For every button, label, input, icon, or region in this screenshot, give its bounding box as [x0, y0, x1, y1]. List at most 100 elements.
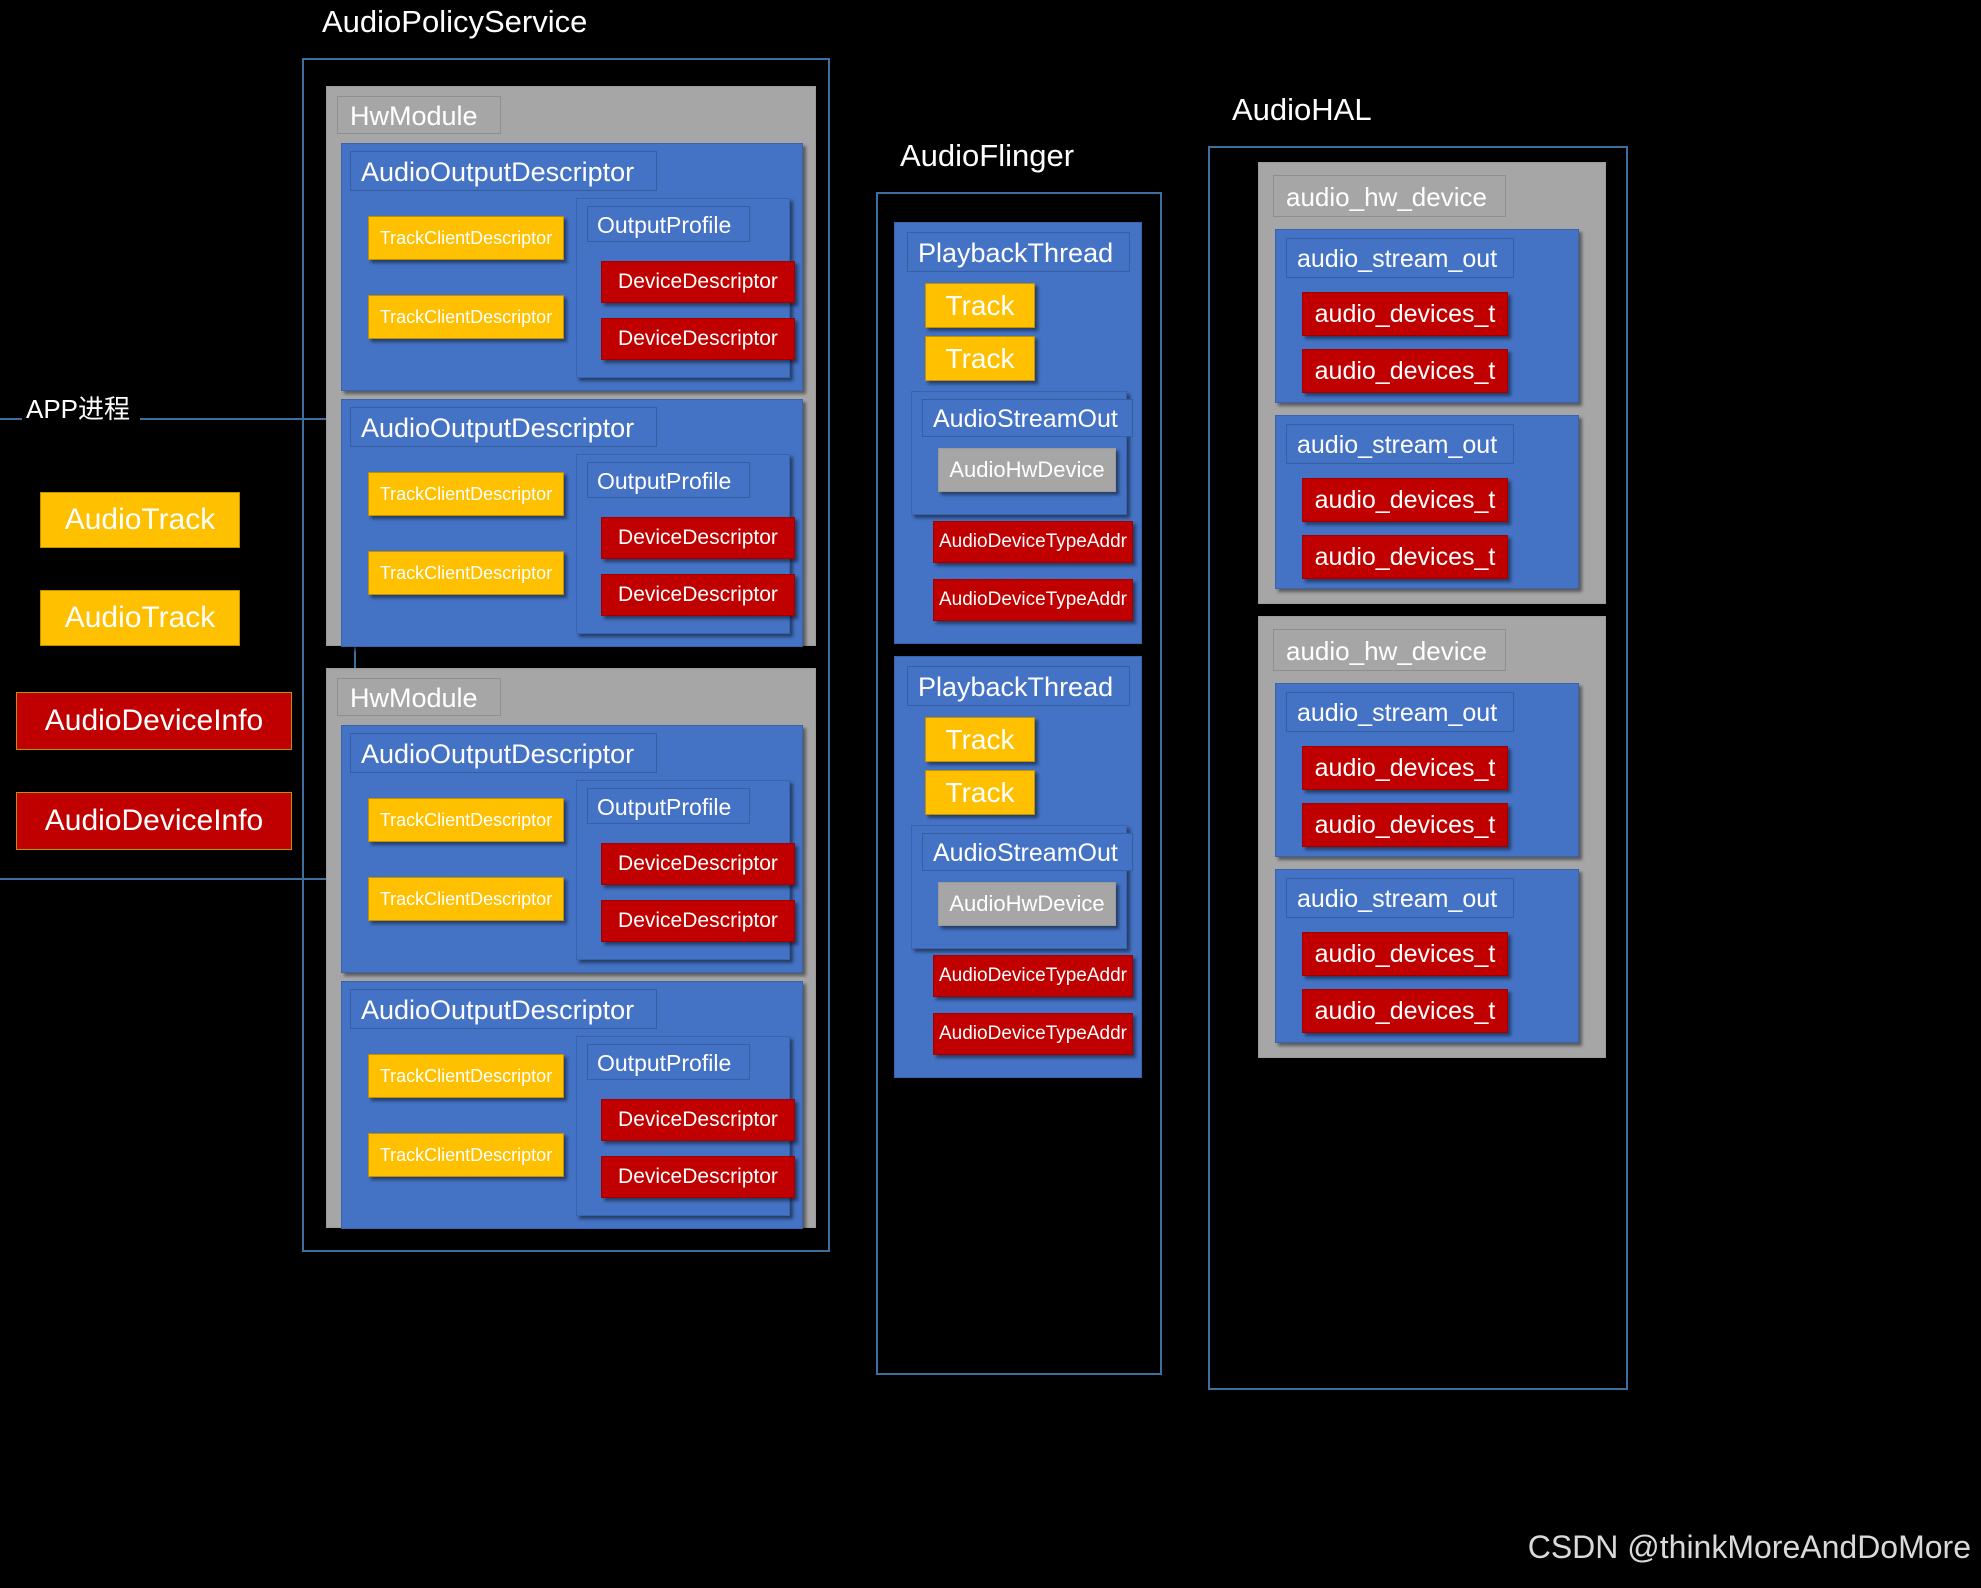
app-audiodeviceinfo-2-label: AudioDeviceInfo [44, 804, 264, 837]
trackclientdescriptor-1-2[interactable]: TrackClientDescriptor [368, 295, 564, 339]
track-1-2-label: Track [945, 342, 1015, 374]
audio-policy-service-frame [302, 58, 830, 1252]
audiodevicetypeaddr-2-2[interactable]: AudioDeviceTypeAddr [933, 1013, 1133, 1055]
audio-devices-t-2-2-1[interactable]: audio_devices_t [1302, 932, 1508, 976]
audio-devices-t-2-1-1[interactable]: audio_devices_t [1302, 746, 1508, 790]
app-audiodeviceinfo-1[interactable]: AudioDeviceInfo [16, 692, 292, 750]
aod-4[interactable]: AudioOutputDescriptor TrackClientDescrip… [341, 981, 803, 1229]
outputprofile-1[interactable]: OutputProfile DeviceDescriptor DeviceDes… [576, 198, 795, 378]
audio-devices-t-1-2-1[interactable]: audio_devices_t [1302, 478, 1508, 522]
app-process-frame [0, 418, 356, 880]
audio-stream-out-2-2[interactable]: audio_stream_out audio_devices_t audio_d… [1275, 869, 1579, 1043]
aod-4-label: AudioOutputDescriptor [350, 989, 658, 1029]
aod-2-label: AudioOutputDescriptor [350, 407, 658, 447]
devicedescriptor-1-1[interactable]: DeviceDescriptor [601, 261, 795, 303]
trackclientdescriptor-3-1[interactable]: TrackClientDescriptor [368, 798, 564, 842]
trackclientdescriptor-2-1[interactable]: TrackClientDescriptor [368, 472, 564, 516]
audiodevicetypeaddr-2-1-label: AudioDeviceTypeAddr [939, 965, 1127, 986]
trackclientdescriptor-2-2-label: TrackClientDescriptor [379, 562, 553, 583]
devicedescriptor-1-2-label: DeviceDescriptor [618, 327, 778, 350]
outputprofile-2-label: OutputProfile [587, 462, 751, 498]
audiostreamout-2[interactable]: AudioStreamOut AudioHwDevice [911, 825, 1133, 949]
aod-1[interactable]: AudioOutputDescriptor TrackClientDescrip… [341, 143, 803, 391]
trackclientdescriptor-1-2-label: TrackClientDescriptor [379, 306, 553, 327]
trackclientdescriptor-4-2[interactable]: TrackClientDescriptor [368, 1133, 564, 1177]
playbackthread-1[interactable]: PlaybackThread Track Track AudioStreamOu… [894, 222, 1142, 644]
audiostreamout-2-label: AudioStreamOut [922, 833, 1133, 871]
app-audiodeviceinfo-1-label: AudioDeviceInfo [44, 704, 264, 737]
hwmodule-1[interactable]: HwModule AudioOutputDescriptor TrackClie… [326, 86, 816, 647]
trackclientdescriptor-3-2[interactable]: TrackClientDescriptor [368, 877, 564, 921]
app-audiotrack-1[interactable]: AudioTrack [40, 492, 240, 548]
audio-devices-t-1-1-1[interactable]: audio_devices_t [1302, 292, 1508, 336]
audio-stream-out-1-2-label: audio_stream_out [1286, 424, 1515, 464]
audio-devices-t-1-2-2[interactable]: audio_devices_t [1302, 535, 1508, 579]
app-audiotrack-2[interactable]: AudioTrack [40, 590, 240, 646]
audio-hw-device-1[interactable]: audio_hw_device audio_stream_out audio_d… [1258, 162, 1606, 604]
track-1-1-label: Track [945, 289, 1015, 321]
devicedescriptor-3-2-label: DeviceDescriptor [618, 909, 778, 932]
app-audiodeviceinfo-2[interactable]: AudioDeviceInfo [16, 792, 292, 850]
trackclientdescriptor-4-1-label: TrackClientDescriptor [379, 1065, 553, 1086]
audio-hw-device-2[interactable]: audio_hw_device audio_stream_out audio_d… [1258, 616, 1606, 1058]
audio-hw-device-2-label: audio_hw_device [1273, 629, 1506, 671]
audio-stream-out-1-1[interactable]: audio_stream_out audio_devices_t audio_d… [1275, 229, 1579, 403]
trackclientdescriptor-4-1[interactable]: TrackClientDescriptor [368, 1054, 564, 1098]
audiostreamout-1-label: AudioStreamOut [922, 399, 1133, 437]
audio-devices-t-1-2-1-label: audio_devices_t [1314, 485, 1496, 514]
audiodevicetypeaddr-1-2[interactable]: AudioDeviceTypeAddr [933, 579, 1133, 621]
audio-policy-service-group: AudioPolicyService HwModule AudioOutputD… [302, 0, 830, 1252]
audio-devices-t-2-1-2[interactable]: audio_devices_t [1302, 803, 1508, 847]
audio-stream-out-2-2-label: audio_stream_out [1286, 878, 1515, 918]
audio-hal-frame [1208, 146, 1628, 1390]
audio-devices-t-1-1-2-label: audio_devices_t [1314, 356, 1496, 385]
playbackthread-2[interactable]: PlaybackThread Track Track AudioStreamOu… [894, 656, 1142, 1078]
outputprofile-4[interactable]: OutputProfile DeviceDescriptor DeviceDes… [576, 1036, 795, 1216]
devicedescriptor-1-1-label: DeviceDescriptor [618, 270, 778, 293]
audio-flinger-frame [876, 192, 1162, 1375]
hwmodule-2-label: HwModule [337, 678, 501, 716]
audio-devices-t-1-1-2[interactable]: audio_devices_t [1302, 349, 1508, 393]
track-2-1[interactable]: Track [925, 717, 1035, 762]
app-audiotrack-1-label: AudioTrack [64, 503, 216, 536]
devicedescriptor-4-2[interactable]: DeviceDescriptor [601, 1156, 795, 1198]
track-2-1-label: Track [945, 723, 1015, 755]
audio-stream-out-1-2[interactable]: audio_stream_out audio_devices_t audio_d… [1275, 415, 1579, 589]
audio-devices-t-2-2-2[interactable]: audio_devices_t [1302, 989, 1508, 1033]
outputprofile-4-label: OutputProfile [587, 1044, 751, 1080]
outputprofile-2[interactable]: OutputProfile DeviceDescriptor DeviceDes… [576, 454, 795, 634]
devicedescriptor-4-1[interactable]: DeviceDescriptor [601, 1099, 795, 1141]
devicedescriptor-2-2[interactable]: DeviceDescriptor [601, 574, 795, 616]
audiohwdevice-2[interactable]: AudioHwDevice [938, 882, 1116, 926]
devicedescriptor-4-2-label: DeviceDescriptor [618, 1165, 778, 1188]
devicedescriptor-3-1[interactable]: DeviceDescriptor [601, 843, 795, 885]
track-2-2[interactable]: Track [925, 770, 1035, 815]
hwmodule-1-label: HwModule [337, 96, 501, 134]
devicedescriptor-3-1-label: DeviceDescriptor [618, 852, 778, 875]
devicedescriptor-3-2[interactable]: DeviceDescriptor [601, 900, 795, 942]
audio-stream-out-2-1-label: audio_stream_out [1286, 692, 1515, 732]
track-1-1[interactable]: Track [925, 283, 1035, 328]
hwmodule-2[interactable]: HwModule AudioOutputDescriptor TrackClie… [326, 668, 816, 1229]
trackclientdescriptor-1-1[interactable]: TrackClientDescriptor [368, 216, 564, 260]
devicedescriptor-2-2-label: DeviceDescriptor [618, 583, 778, 606]
aod-3[interactable]: AudioOutputDescriptor TrackClientDescrip… [341, 725, 803, 973]
trackclientdescriptor-1-1-label: TrackClientDescriptor [379, 227, 553, 248]
trackclientdescriptor-3-1-label: TrackClientDescriptor [379, 809, 553, 830]
audio-stream-out-1-1-label: audio_stream_out [1286, 238, 1515, 278]
audiohwdevice-1[interactable]: AudioHwDevice [938, 448, 1116, 492]
audio-stream-out-2-1[interactable]: audio_stream_out audio_devices_t audio_d… [1275, 683, 1579, 857]
audiodevicetypeaddr-1-2-label: AudioDeviceTypeAddr [939, 589, 1127, 610]
outputprofile-3-label: OutputProfile [587, 788, 751, 824]
trackclientdescriptor-4-2-label: TrackClientDescriptor [379, 1144, 553, 1165]
audiostreamout-1[interactable]: AudioStreamOut AudioHwDevice [911, 391, 1133, 515]
trackclientdescriptor-2-2[interactable]: TrackClientDescriptor [368, 551, 564, 595]
audiodevicetypeaddr-1-1[interactable]: AudioDeviceTypeAddr [933, 521, 1133, 563]
aod-2[interactable]: AudioOutputDescriptor TrackClientDescrip… [341, 399, 803, 647]
aod-1-label: AudioOutputDescriptor [350, 151, 658, 191]
devicedescriptor-1-2[interactable]: DeviceDescriptor [601, 318, 795, 360]
track-1-2[interactable]: Track [925, 336, 1035, 381]
outputprofile-3[interactable]: OutputProfile DeviceDescriptor DeviceDes… [576, 780, 795, 960]
audiodevicetypeaddr-2-1[interactable]: AudioDeviceTypeAddr [933, 955, 1133, 997]
devicedescriptor-2-1[interactable]: DeviceDescriptor [601, 517, 795, 559]
